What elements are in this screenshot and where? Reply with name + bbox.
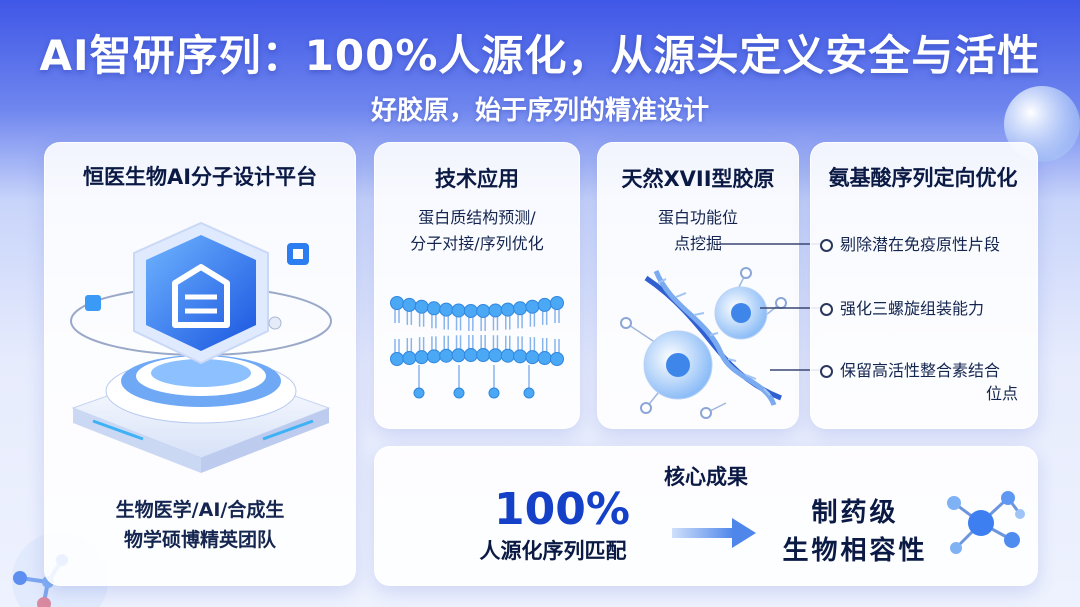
collagen-card: 天然XVII型胶原 蛋白功能位 点挖掘 [597,142,799,429]
page-subtitle: 好胶原，始于序列的精准设计 [370,96,709,126]
optimize-title: 氨基酸序列定向优化 [828,166,1018,190]
tech-description: 蛋白质结构预测/ 分子对接/序列优化 [375,205,579,257]
bullet-dot-icon [820,365,833,378]
optimize-item-3: 保留高活性整合素结合 [840,361,1001,380]
page-title: AI智研序列：100%人源化，从源头定义安全与活性 [39,31,1041,80]
collagen-line-1: 蛋白功能位 [657,208,738,227]
percent-value: 100% [494,484,630,535]
lipid-membrane-icon [390,296,564,399]
team-line-1: 生物医学/AI/合成生 [115,499,285,521]
core-results-card: 核心成果 [374,446,1038,586]
results-title: 核心成果 [664,465,748,489]
collagen-line-2: 点挖掘 [673,234,722,253]
tech-line-2: 分子对接/序列优化 [410,234,544,253]
percent-label: 人源化序列匹配 [479,539,627,563]
collagen-description: 蛋白功能位 点挖掘 [598,205,798,257]
team-line-2: 物学硕博精英团队 [123,529,276,551]
tech-application-card: 技术应用 蛋白质结构预测/ 分子对接/序列优化 [374,142,580,429]
optimize-item-1: 剔除潜在免疫原性片段 [840,235,1001,254]
tech-title: 技术应用 [435,167,519,191]
optimize-item-2: 强化三螺旋组装能力 [840,299,985,318]
platform-title: 恒医生物AI分子设计平台 [82,165,318,189]
collagen-title: 天然XVII型胶原 [621,167,775,191]
optimize-item-3-cont: 位点 [985,384,1018,403]
outcome-line-1: 制药级 [811,498,899,528]
sequence-optimization-card [810,142,1038,429]
platform-card: 恒医生物AI分子设计平台 生物医学/AI/合成生 物学硕博精英团队 [44,142,356,586]
arrow-right-icon [672,518,756,548]
team-description: 生物医学/AI/合成生 物学硕博精英团队 [45,495,355,555]
bullet-dot-icon [820,239,833,252]
dna-helix-icon [620,267,787,419]
molecule-icon [947,491,1025,554]
bullet-dot-icon [820,303,833,316]
outcome-line-2: 生物相容性 [782,536,928,566]
tech-line-1: 蛋白质结构预测/ [418,208,536,227]
ai-platform-illustration-icon [70,221,332,473]
outcome-text: 制药级 生物相容性 [760,494,950,570]
